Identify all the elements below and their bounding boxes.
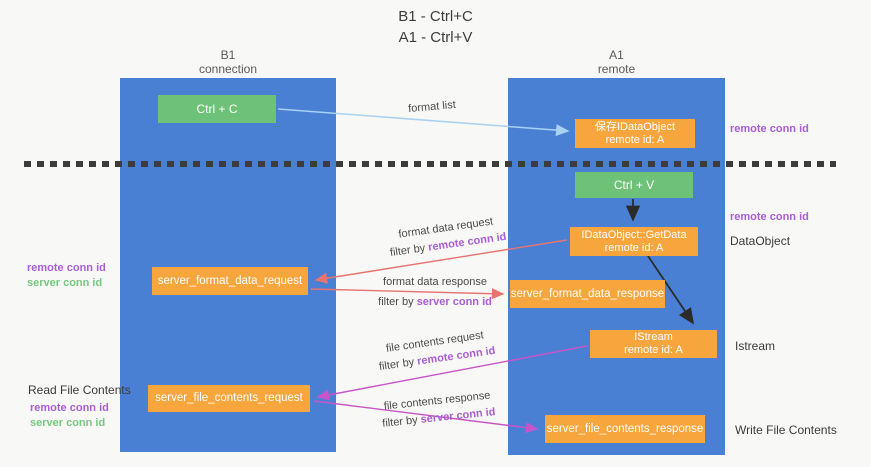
label-left-mid-server: server conn id: [27, 277, 103, 289]
label-left-bottom-remote: remote conn id: [30, 402, 109, 414]
node-server-file-contents-response: server_file_contents_response: [545, 415, 705, 443]
label-istream: Istream: [735, 339, 776, 353]
filter-prefix: filter by: [381, 413, 422, 430]
node-save-line1: 保存IDataObject: [594, 120, 676, 133]
filter-key: server conn id: [416, 296, 492, 308]
label-left-mid-conn-ids: remote conn id server conn id: [27, 261, 106, 291]
column-header-b1: B1 connection: [120, 48, 336, 76]
node-istream: IStream remote id: A: [590, 330, 717, 358]
arrow-label-file-contents-request: file contents request filter by remote c…: [371, 327, 502, 374]
diagram-title: B1 - Ctrl+C A1 - Ctrl+V: [0, 6, 871, 48]
node-format-request-label: server_format_data_request: [157, 274, 303, 287]
dashed-divider: [24, 161, 836, 167]
format-data-response-filter: filter by server conn id: [375, 296, 495, 308]
node-idataobject-getdata: IDataObject::GetData remote id: A: [570, 227, 698, 256]
filter-prefix: filter by: [378, 296, 417, 308]
arrow-label-format-data-response: format data response filter by server co…: [375, 276, 495, 308]
arrow-label-format-data-request: format data request filter by remote con…: [381, 213, 514, 260]
title-line-2: A1 - Ctrl+V: [398, 29, 473, 46]
column-b1-subtitle: connection: [198, 62, 258, 76]
node-server-file-contents-request: server_file_contents_request: [148, 385, 310, 412]
label-left-mid-remote: remote conn id: [27, 262, 106, 274]
label-remote-conn-id-mid: remote conn id: [730, 211, 809, 223]
node-ctrl-v: Ctrl + V: [575, 172, 693, 198]
node-save-line2: remote id: A: [605, 133, 665, 146]
node-getdata-line2: remote id: A: [604, 241, 664, 254]
node-ctrl-c-label: Ctrl + C: [196, 101, 238, 116]
node-istream-line1: IStream: [634, 331, 673, 343]
node-file-request-label: server_file_contents_request: [155, 392, 303, 404]
label-dataobject: DataObject: [730, 234, 791, 248]
label-left-bottom-server: server conn id: [30, 417, 106, 429]
format-list-text: format list: [407, 98, 457, 116]
title-line-1: B1 - Ctrl+C: [398, 8, 473, 25]
label-read-file-contents: Read File Contents: [28, 383, 131, 397]
node-save-idataobject: 保存IDataObject remote id: A: [575, 119, 695, 148]
filter-key: server conn id: [420, 406, 497, 426]
node-istream-line2: remote id: A: [624, 344, 683, 356]
arrow-label-file-contents-response: file contents response filter by server …: [371, 388, 505, 431]
arrow-label-format-list: format list: [382, 97, 483, 118]
node-ctrl-c: Ctrl + C: [158, 95, 276, 123]
node-server-format-data-response: server_format_data_response: [510, 280, 665, 308]
format-data-response-text: format data response: [383, 276, 487, 288]
column-b1-title: B1: [220, 48, 236, 62]
node-ctrl-v-label: Ctrl + V: [613, 177, 655, 192]
column-a1-subtitle: remote: [597, 62, 636, 76]
label-left-bottom-conn-ids: remote conn id server conn id: [30, 401, 109, 431]
node-format-response-label: server_format_data_response: [510, 287, 665, 300]
node-server-format-data-request: server_format_data_request: [152, 267, 308, 295]
label-write-file-contents: Write File Contents: [735, 423, 837, 437]
filter-prefix: filter by: [389, 241, 430, 260]
node-getdata-line1: IDataObject::GetData: [581, 228, 687, 241]
filter-prefix: filter by: [378, 355, 419, 374]
node-file-response-label: server_file_contents_response: [546, 422, 704, 435]
column-a1-title: A1: [609, 48, 624, 62]
label-remote-conn-id-top: remote conn id: [730, 123, 809, 135]
column-header-a1: A1 remote: [508, 48, 725, 76]
